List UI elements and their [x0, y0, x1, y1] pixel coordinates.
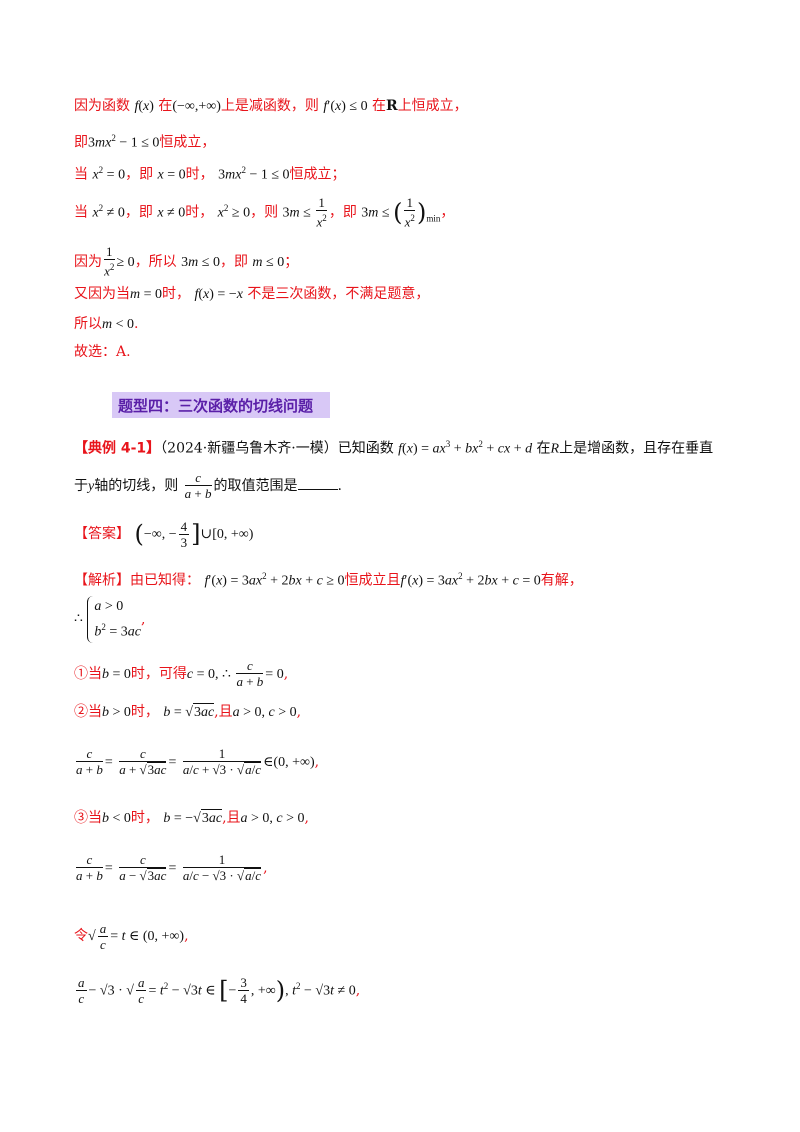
text: .	[134, 316, 139, 332]
text: 在	[372, 98, 387, 114]
section-heading: 题型四：三次函数的切线问题	[112, 392, 330, 418]
text: 的取值范围是	[213, 478, 298, 494]
text: 时，	[185, 204, 214, 221]
text: 所以	[74, 316, 102, 332]
math-fx: f	[134, 99, 139, 114]
set-R: R	[386, 98, 398, 114]
text: 时，可得	[130, 666, 187, 682]
text: 恒成立且	[344, 572, 401, 589]
text: ，即	[328, 204, 357, 221]
axis-y: y	[88, 479, 95, 494]
text: 在	[158, 98, 173, 114]
text: ②当	[74, 704, 102, 720]
solution-line-3: 当 x2 = 0，即 x = 0时， 3mx2 − 1 ≤ 0恒成立；	[74, 165, 346, 183]
answer-blank	[297, 489, 338, 490]
text: 因为	[74, 254, 102, 270]
text: 不是三次函数，不满足题意，	[247, 286, 430, 302]
solution-line-6: 又因为当m = 0时， f(x) = −x 不是三次函数，不满足题意，	[74, 286, 430, 302]
analysis-tag: 【解析】	[74, 572, 130, 589]
text: ③当	[74, 810, 102, 826]
text: 轴的切线，则	[94, 478, 179, 494]
section-title: 题型四：三次函数的切线问题	[118, 397, 314, 415]
solution-line-1: 因为函数 f(x) 在(−∞,+∞)上是减函数，则 f′(x) ≤ 0 在R上恒…	[74, 98, 468, 114]
solution-line-8: 故选：A.	[74, 344, 131, 360]
text: ,且	[214, 704, 233, 720]
text: 当	[74, 166, 88, 183]
case-2: ②当b > 0时， b = √3ac,且a > 0, c > 0,	[74, 703, 302, 720]
text: 上是减函数，则	[220, 98, 319, 114]
text: 上是增函数，且存在垂直	[559, 440, 714, 457]
example-source: （2024·新疆乌鲁木齐·一模）已知函数	[160, 440, 394, 457]
set-R: R	[550, 441, 560, 457]
text: .	[337, 478, 342, 494]
text: 上恒成立，	[397, 98, 468, 114]
text: 令	[74, 928, 88, 944]
text: ，则	[250, 204, 279, 221]
analysis-line-1: 【解析】由已知得： f′(x) = 3ax2 + 2bx + c ≥ 0恒成立且…	[74, 571, 583, 589]
text: 由已知得：	[130, 572, 200, 589]
answer-tag: 【答案】	[74, 526, 130, 542]
text: 在	[536, 440, 551, 457]
text: 又因为当	[74, 286, 130, 302]
text: 即	[74, 134, 88, 151]
text: ，即	[219, 254, 248, 270]
text: ，	[440, 204, 455, 221]
text: 时，	[162, 286, 191, 302]
case-3: ③当b < 0时， b = −√3ac,且a > 0, c > 0,	[74, 809, 309, 826]
text: 于	[74, 478, 88, 494]
text: ，即	[125, 166, 154, 183]
system-of-conditions: ∴ a > 0 b2 = 3ac ,	[74, 596, 145, 643]
solution-line-7: 所以m < 0.	[74, 316, 139, 332]
text: 当	[74, 204, 88, 221]
text: 恒成立；	[289, 166, 346, 183]
text: ,且	[222, 810, 241, 826]
text: 恒成立，	[159, 134, 216, 151]
text: 时，	[130, 810, 159, 826]
text: ；	[284, 254, 299, 270]
text: ，即	[124, 204, 153, 221]
text: 时，	[185, 166, 214, 183]
text: 有解，	[540, 572, 583, 589]
text: 时，	[130, 704, 159, 720]
text: 因为函数	[74, 98, 130, 114]
text: ①当	[74, 666, 102, 682]
text: ，所以	[134, 254, 177, 270]
example-tag: 【典例 4-1】	[74, 440, 161, 457]
example-line-1: 【典例 4-1】（2024·新疆乌鲁木齐·一模）已知函数 f(x) = ax3 …	[74, 439, 714, 457]
solution-line-2: 即3mx2 − 1 ≤ 0恒成立，	[74, 133, 216, 151]
